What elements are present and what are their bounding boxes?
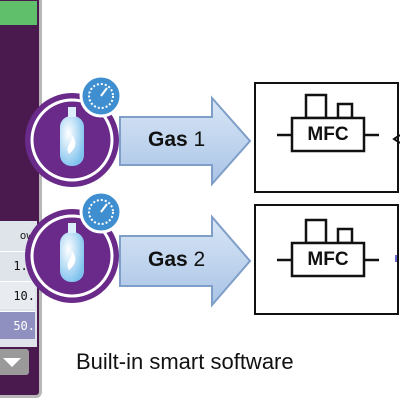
triangle-down-icon [3,357,21,367]
flow-value-row[interactable]: 10. [0,281,35,309]
panel-status-bar [0,1,37,25]
connector-arrow-icon [392,134,400,144]
scroll-down-button[interactable] [0,349,29,375]
gas-label: Gas 2 [148,248,205,272]
mfc-label: MFC [307,123,349,145]
flow-arrow [119,95,252,187]
caption: Built-in smart software [76,349,294,374]
gas-label: Gas 1 [148,128,205,152]
mfc-symbol-icon [277,218,379,278]
mfc-label: MFC [307,248,349,270]
pressure-gauge-icon [79,190,123,234]
gas-label-number: 1 [193,128,206,151]
flow-arrow [119,214,252,308]
flow-value-row[interactable]: 50. [0,311,35,339]
mfc-symbol-icon [277,93,379,153]
gas-label-name: Gas [148,128,188,151]
gas-label-number: 2 [193,248,206,271]
gas-label-name: Gas [148,248,188,271]
pressure-gauge-icon [79,74,123,118]
